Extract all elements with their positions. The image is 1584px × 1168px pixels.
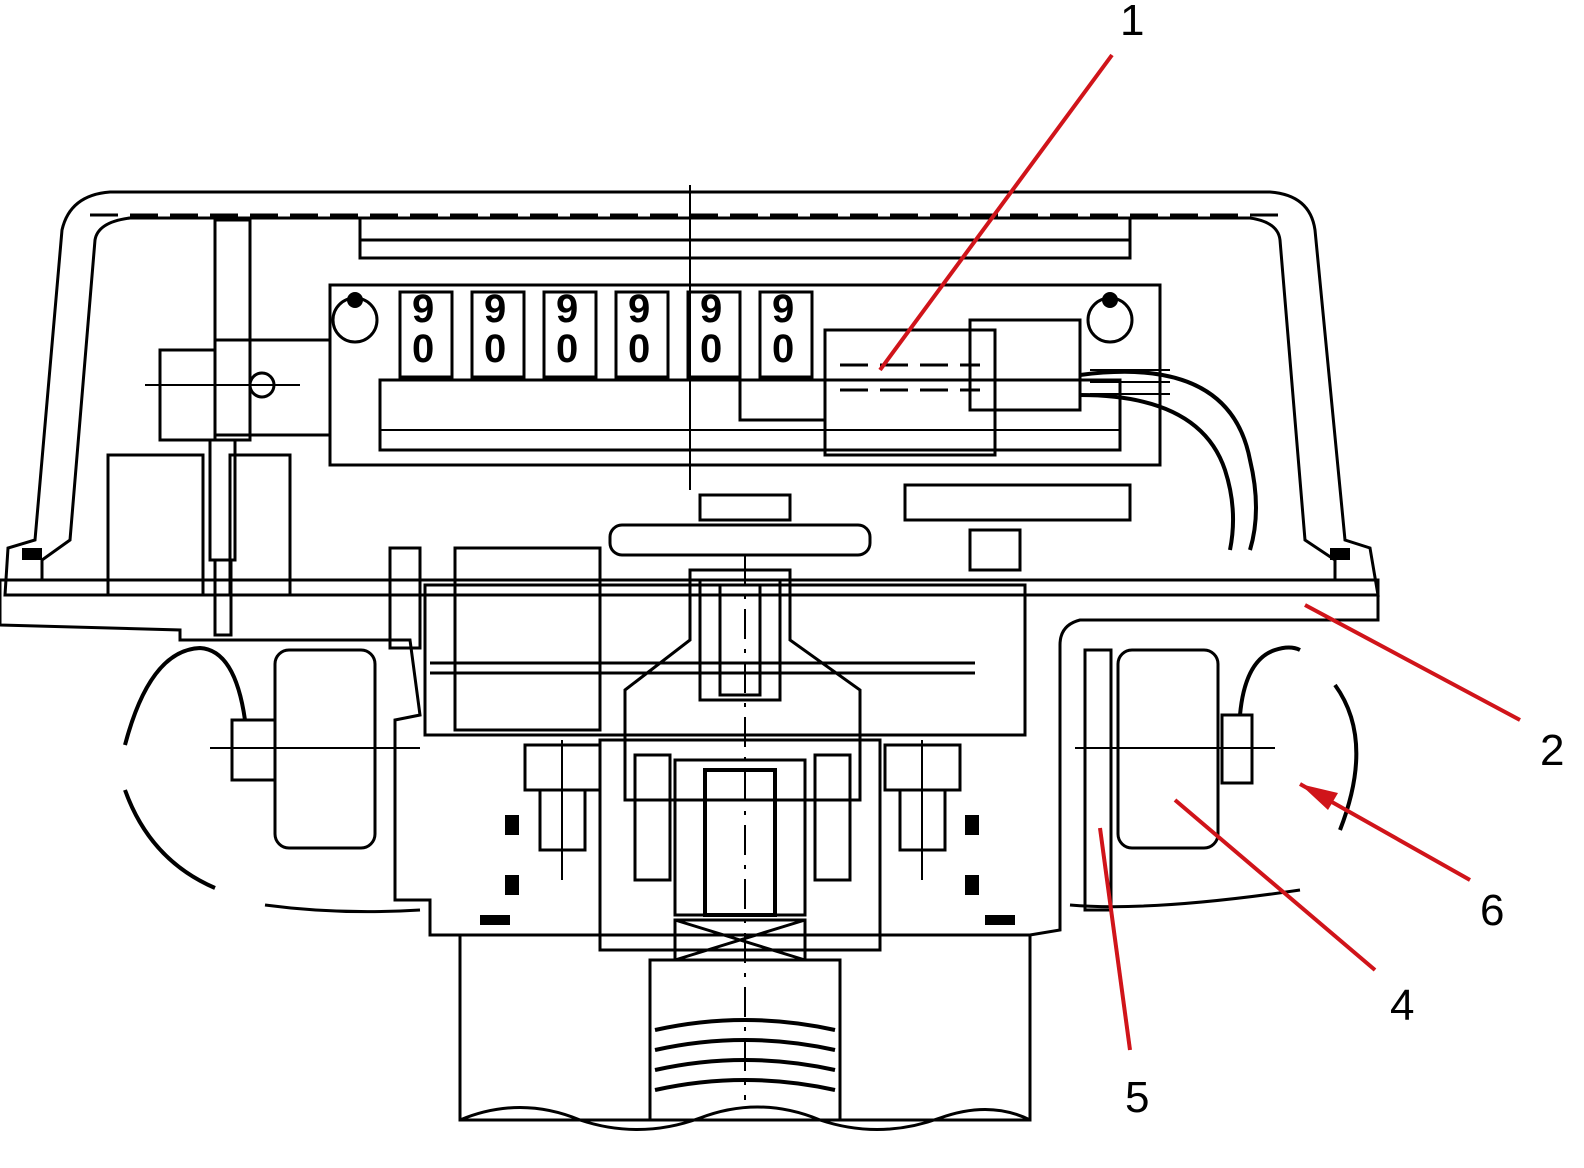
lower-body (458, 933, 1032, 1131)
counter-digit-mid: 0 (556, 327, 578, 371)
counter-digit-top: 9 (556, 287, 578, 331)
counter-digit-mid: 0 (412, 327, 434, 371)
callout-labels: 1 2 6 4 5 (1120, 0, 1564, 1122)
counter-wheel: 90 (470, 287, 526, 379)
bolt-right (883, 740, 962, 880)
callout-leaders (878, 53, 1521, 1051)
counter-digit-mid: 0 (700, 327, 722, 371)
callout-2: 2 (1540, 726, 1564, 775)
callout-5: 5 (1125, 1073, 1149, 1122)
seal-rings (22, 548, 1350, 925)
counter-digit-top: 9 (412, 287, 434, 331)
right-pulse-pickup (1069, 645, 1359, 912)
left-pulse-pickup (123, 645, 421, 914)
counter-wheel: 90 (614, 287, 670, 379)
leader-line-5 (1098, 827, 1132, 1051)
leader-line-4 (1173, 798, 1377, 972)
counter-digit-top: 9 (772, 287, 794, 331)
counter-digit-top: 9 (700, 287, 722, 331)
counter-wheel: 90 (758, 287, 814, 379)
bolt-left (523, 740, 602, 880)
counter-digit-top: 9 (484, 287, 506, 331)
callout-1: 1 (1120, 0, 1144, 45)
counter-wheel: 90 (398, 287, 454, 379)
signal-cable (1079, 369, 1258, 551)
counter-digit-mid: 0 (484, 327, 506, 371)
counter-wheel: 90 (542, 287, 598, 379)
counter-digit-mid: 0 (628, 327, 650, 371)
counter-wheel: 90 (686, 287, 742, 379)
counter-digit-top: 9 (628, 287, 650, 331)
leader-line-2 (1304, 603, 1521, 722)
central-chamber (598, 555, 882, 1122)
left-drive-mechanism (106, 218, 332, 637)
leader-line-1 (878, 53, 1114, 372)
counter-digit-mid: 0 (772, 327, 794, 371)
arrow-head-6 (1300, 784, 1338, 810)
inner-gearing (388, 483, 1132, 732)
callout-4: 4 (1390, 981, 1414, 1030)
callout-6: 6 (1480, 886, 1504, 935)
